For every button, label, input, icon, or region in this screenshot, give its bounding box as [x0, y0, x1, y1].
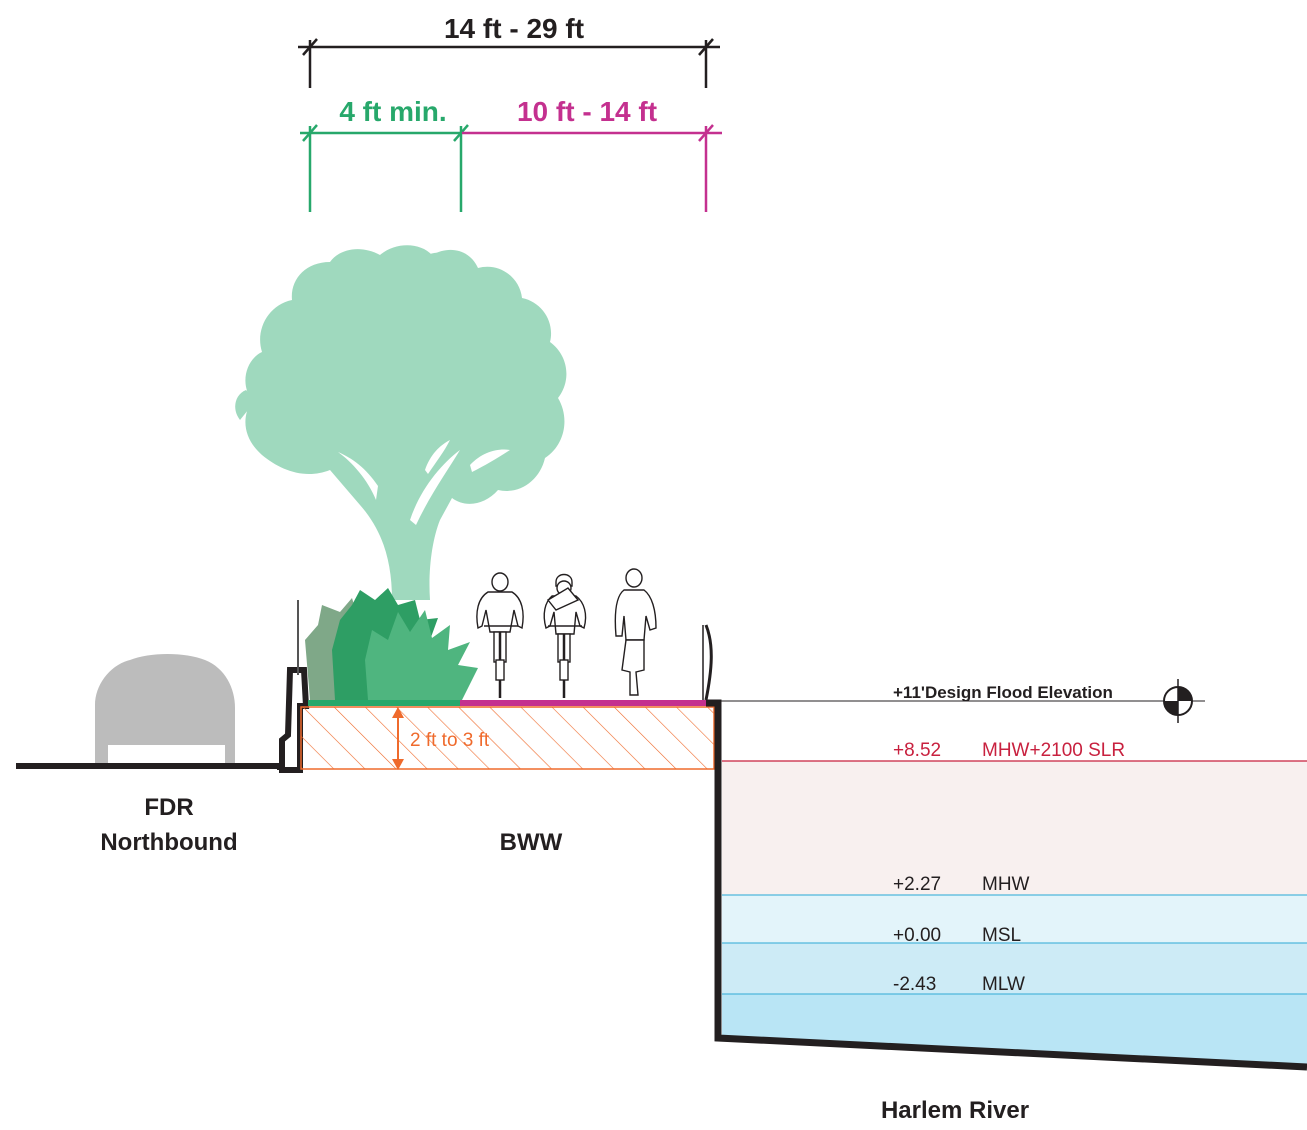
- elevation-datum-icon: [1163, 679, 1193, 723]
- total-width-label: 14 ft - 29 ft: [444, 13, 584, 44]
- flood-elevation-label: +11'Design Flood Elevation: [893, 683, 1113, 702]
- mhw-name: MHW: [982, 874, 1030, 895]
- raise-label: 2 ft to 3 ft: [410, 730, 490, 751]
- bww-label: BWW: [500, 829, 563, 856]
- shrubs-icon: [305, 588, 478, 700]
- slr-band: [722, 761, 1307, 895]
- raise-dimension: [392, 707, 404, 770]
- msl-band: [722, 943, 1307, 994]
- mlw-band: [722, 994, 1307, 1066]
- mlw-value: -2.43: [893, 974, 936, 995]
- path-width-label: 10 ft - 14 ft: [517, 96, 657, 127]
- slr-name: MHW+2100 SLR: [982, 740, 1125, 761]
- fdr-label-line2: Northbound: [100, 829, 237, 856]
- river-label: Harlem River: [881, 1097, 1029, 1124]
- car-icon: [95, 654, 235, 765]
- mlw-name: MLW: [982, 974, 1025, 995]
- mhw-band: [722, 895, 1307, 943]
- mhw-value: +2.27: [893, 874, 941, 895]
- water-bands: [722, 760, 1307, 1066]
- planting-width-dimension: [300, 124, 469, 212]
- pedestrian-icon: [614, 568, 657, 696]
- total-width-dimension: [298, 38, 720, 88]
- cyclist-icon: [476, 572, 524, 698]
- msl-name: MSL: [982, 925, 1021, 946]
- railing: [704, 624, 713, 701]
- bulkhead-wall: [706, 699, 1307, 1071]
- slr-value: +8.52: [893, 740, 941, 761]
- cyclist-icon: [543, 573, 587, 698]
- path-width-dimension: [462, 124, 722, 212]
- raised-platform: [300, 706, 715, 770]
- fdr-label-line1: FDR: [144, 794, 193, 821]
- fdr-roadway: [16, 763, 283, 770]
- msl-value: +0.00: [893, 925, 941, 946]
- planting-width-label: 4 ft min.: [339, 96, 446, 127]
- barrier-wall: [279, 667, 310, 773]
- tree-icon: [235, 245, 567, 600]
